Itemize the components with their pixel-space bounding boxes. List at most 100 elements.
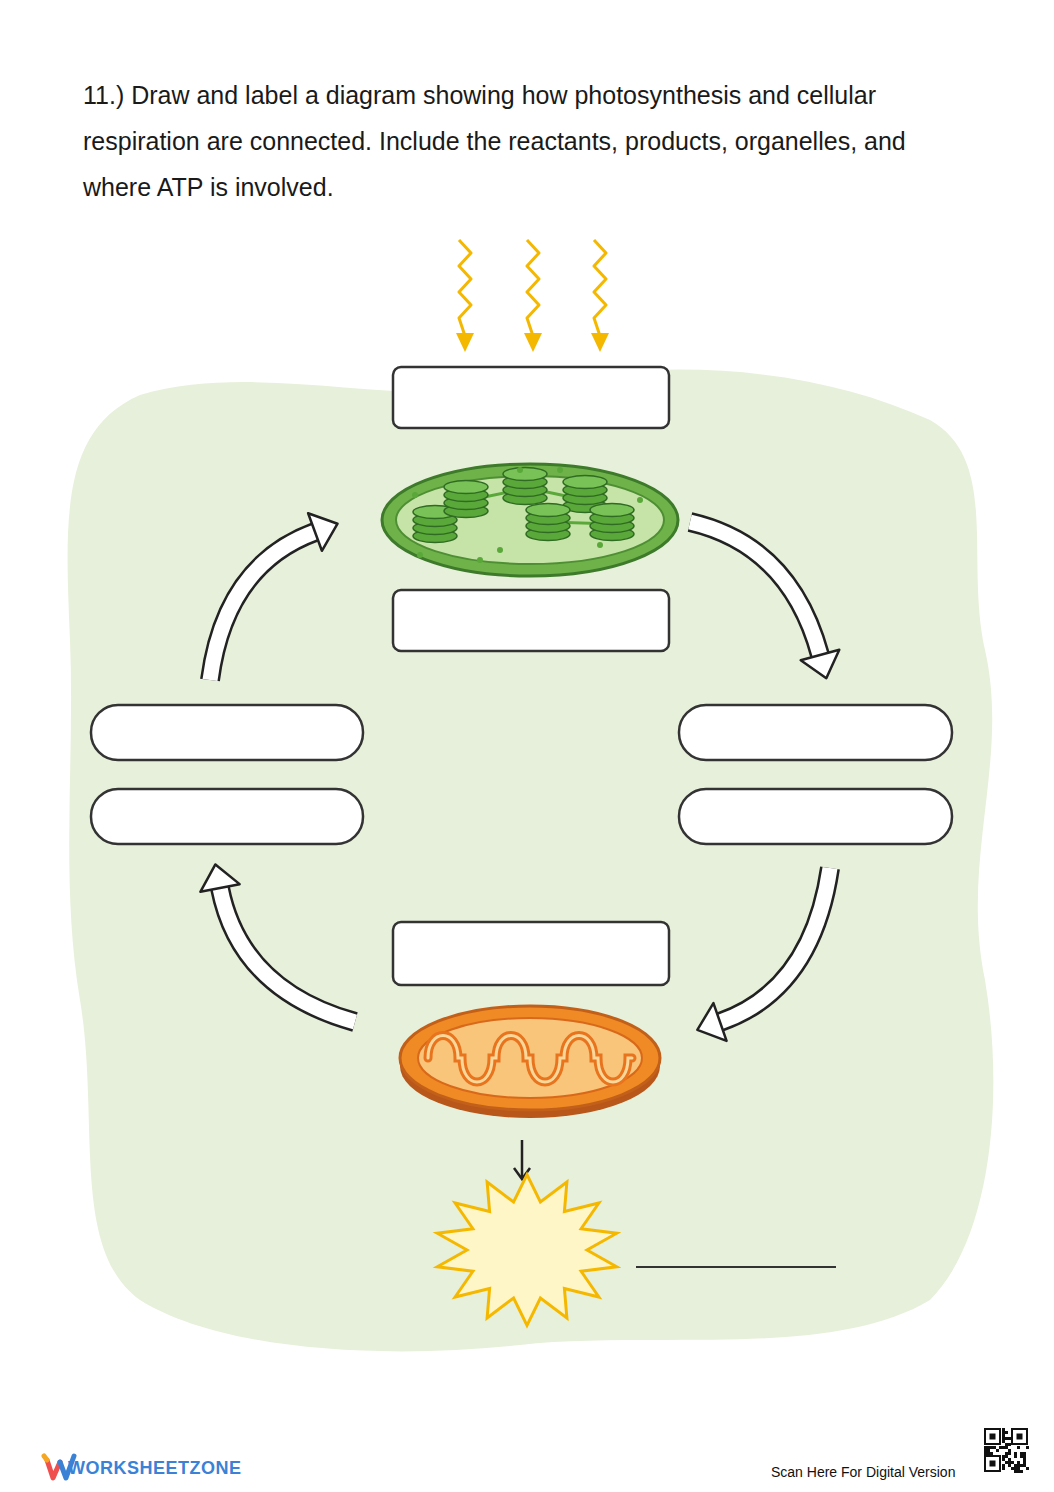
starch-dot <box>597 542 603 548</box>
qr-module <box>1026 1446 1029 1449</box>
qr-module <box>993 1446 996 1449</box>
answer-box <box>91 705 363 760</box>
qr-module <box>990 1446 993 1449</box>
qr-module <box>1020 1464 1023 1467</box>
cristae-highlight <box>428 1036 632 1083</box>
qr-finder-center <box>990 1461 996 1467</box>
qr-module <box>1020 1455 1023 1458</box>
answer-box <box>393 922 669 985</box>
arrow-body <box>220 888 355 1022</box>
light-ray <box>459 240 471 336</box>
qr-module <box>1014 1470 1017 1473</box>
qr-module <box>987 1452 990 1455</box>
cristae <box>428 1036 632 1083</box>
light-arrowhead <box>591 333 609 352</box>
qr-module <box>1011 1461 1014 1464</box>
qr-module <box>1014 1455 1017 1458</box>
arrow-body <box>720 868 830 1022</box>
qr-module <box>1005 1446 1008 1449</box>
thylakoid <box>526 504 570 517</box>
qr-module <box>1017 1467 1020 1470</box>
qr-caption: Scan Here For Digital Version <box>771 1465 955 1480</box>
qr-module <box>1026 1467 1029 1470</box>
qr-finder-center <box>1017 1434 1023 1440</box>
qr-module <box>1002 1446 1005 1449</box>
qr-module <box>1020 1452 1023 1455</box>
arrow-outline <box>210 532 315 680</box>
qr-module <box>1005 1455 1008 1458</box>
qr-module <box>1008 1458 1011 1461</box>
thylakoid <box>563 476 607 489</box>
qr-module <box>984 1452 987 1455</box>
qr-module <box>1014 1452 1017 1455</box>
light-arrowhead <box>456 333 474 352</box>
qr-module <box>996 1449 999 1452</box>
qr-module <box>1008 1461 1011 1464</box>
cycle-arrows <box>200 513 839 1041</box>
answer-box <box>679 705 952 760</box>
qr-finder <box>985 1429 1000 1444</box>
thylakoid <box>590 504 634 517</box>
worksheet-question: 11.) Draw and label a diagram showing ho… <box>83 72 973 210</box>
thylakoid <box>444 481 488 494</box>
qr-module <box>1002 1455 1005 1458</box>
starch-dot <box>557 467 563 473</box>
qr-module <box>984 1446 987 1449</box>
qr-module <box>1008 1443 1011 1446</box>
starch-dot <box>417 552 423 558</box>
qr-module <box>1023 1461 1026 1464</box>
qr-module <box>1023 1458 1026 1461</box>
qr-module <box>1017 1446 1020 1449</box>
qr-module <box>1023 1455 1026 1458</box>
starch-dot <box>412 492 418 498</box>
arrow-body <box>690 522 820 655</box>
light-ray <box>527 240 539 336</box>
qr-module <box>1002 1467 1005 1470</box>
qr-code <box>984 1428 1029 1473</box>
starch-dot <box>477 557 483 563</box>
qr-module <box>1005 1461 1008 1464</box>
qr-module <box>1005 1452 1008 1455</box>
qr-module <box>1008 1452 1011 1455</box>
qr-module <box>1005 1443 1008 1446</box>
qr-module <box>1002 1440 1005 1443</box>
qr-module <box>1002 1431 1005 1434</box>
arrow-outline <box>690 522 820 655</box>
arrow-outline <box>220 888 355 1022</box>
qr-module <box>1002 1428 1005 1431</box>
arrow-outline <box>720 868 830 1022</box>
qr-module <box>1008 1449 1011 1452</box>
qr-finder <box>985 1456 1000 1471</box>
qr-module <box>987 1446 990 1449</box>
qr-module <box>1008 1464 1011 1467</box>
qr-module <box>1005 1431 1008 1434</box>
answer-box <box>91 789 363 844</box>
arrow-head <box>697 1003 726 1041</box>
qr-module <box>1017 1470 1020 1473</box>
qr-module <box>987 1449 990 1452</box>
energy-burst <box>437 1175 616 1326</box>
qr-module <box>1017 1464 1020 1467</box>
qr-module <box>1002 1434 1005 1437</box>
chloroplast <box>382 464 678 576</box>
qr-finder <box>1012 1429 1027 1444</box>
qr-module <box>1008 1437 1011 1440</box>
answer-line <box>636 1266 836 1268</box>
starch-dot <box>497 547 503 553</box>
qr-module <box>1020 1470 1023 1473</box>
thylakoid <box>503 468 547 481</box>
qr-module <box>1002 1464 1005 1467</box>
qr-finder-center <box>990 1434 996 1440</box>
qr-module <box>1005 1437 1008 1440</box>
answer-box <box>679 789 952 844</box>
qr-module <box>1011 1467 1014 1470</box>
qr-module <box>990 1452 993 1455</box>
qr-module <box>984 1449 987 1452</box>
starch-dot <box>637 497 643 503</box>
answer-box <box>393 367 669 428</box>
arrow-head <box>801 650 840 678</box>
arrow-head <box>308 513 337 551</box>
qr-module <box>1014 1464 1017 1467</box>
sunlight-arrows <box>456 240 609 352</box>
